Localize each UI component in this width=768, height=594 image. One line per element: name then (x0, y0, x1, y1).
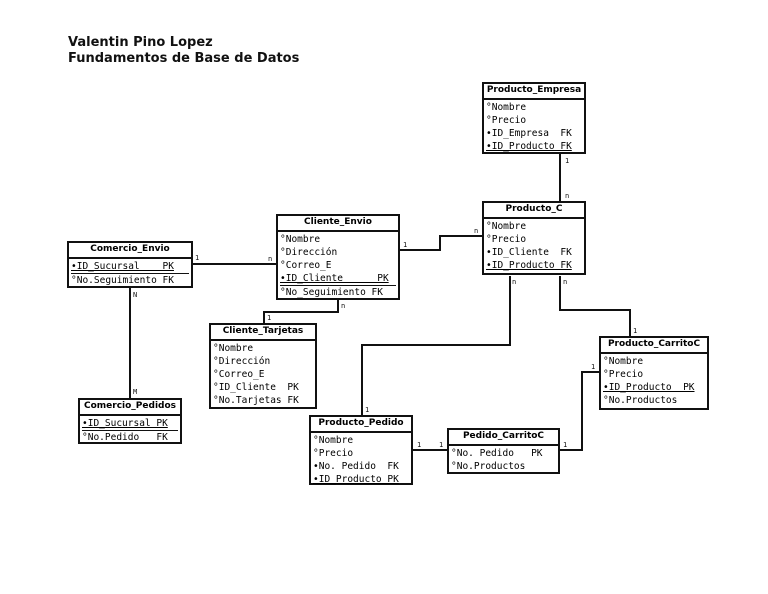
attribute: •No. Pedido FK (313, 461, 399, 472)
cardinality-label: M (133, 388, 138, 396)
attribute: •ID_Producto FK (486, 141, 572, 152)
entity-cliente-envio[interactable]: Cliente_Envio °Nombre °Dirección °Correo… (276, 214, 400, 300)
diagram-header: Valentin Pino Lopez Fundamentos de Base … (68, 35, 299, 67)
cardinality-label: 1 (195, 254, 200, 262)
cardinality-label: 1 (591, 363, 596, 371)
entity-title: Producto_C (484, 203, 584, 219)
attribute: °No_Seguimiento FK (280, 287, 383, 298)
attribute: •ID_Producto PK (313, 474, 399, 485)
cardinality-label: 1 (439, 441, 444, 449)
attribute: •ID_Empresa FK (486, 128, 572, 139)
attribute: °Dirección (213, 356, 271, 367)
attribute: °Nombre (213, 343, 254, 354)
attribute: •ID_Producto FK (486, 260, 572, 271)
author-name: Valentin Pino Lopez (68, 35, 213, 50)
attribute: °No.Tarjetas FK (213, 395, 299, 406)
attribute: °Nombre (486, 221, 527, 232)
course-name: Fundamentos de Base de Datos (68, 51, 300, 66)
cardinality-label: n (268, 255, 273, 263)
attribute: •ID_Cliente PK (280, 272, 396, 286)
entity-title: Cliente_Tarjetas (211, 325, 315, 341)
cardinality-label: n (563, 278, 568, 286)
attribute: °Precio (486, 234, 527, 245)
attribute: °Precio (313, 448, 354, 459)
attribute: •ID_Cliente FK (486, 247, 572, 258)
attribute: °ID_Cliente PK (213, 382, 299, 393)
line-carritoc-productocarrito (560, 371, 599, 451)
cardinality-label: n (565, 192, 570, 200)
attribute: °Correo_E (280, 260, 332, 271)
cardinality-label: 1 (563, 441, 568, 449)
entity-title: Producto_Pedido (311, 417, 411, 433)
attribute: °Nombre (486, 102, 527, 113)
attribute: •ID_Sucursal PK (82, 417, 178, 431)
attribute: °Nombre (313, 435, 354, 446)
attribute: °Nombre (280, 234, 321, 245)
attribute: •ID_Sucursal PK (71, 260, 189, 274)
entity-comercio-envio[interactable]: Comercio_Envio •ID_Sucursal PK °No.Segui… (67, 241, 193, 288)
entity-title: Producto_CarritoC (601, 338, 707, 354)
attribute: °Nombre (603, 356, 644, 367)
line-cliente-productoc (400, 235, 482, 251)
attribute: °No. Pedido PK (451, 448, 543, 459)
cardinality-label: n (474, 227, 479, 235)
cardinality-label: N (133, 291, 138, 299)
attribute: °No.Seguimiento FK (71, 275, 174, 286)
attribute: •ID_Producto PK (603, 382, 695, 393)
cardinality-label: n (341, 302, 346, 310)
entity-producto-empresa[interactable]: Producto_Empresa °Nombre °Precio •ID_Emp… (482, 82, 586, 154)
attribute: °Dirección (280, 247, 338, 258)
entity-comercio-pedidos[interactable]: Comercio_Pedidos •ID_Sucursal PK °No.Ped… (78, 398, 182, 444)
cardinality-label: n (512, 278, 517, 286)
entity-title: Producto_Empresa (484, 84, 584, 100)
entity-title: Cliente_Envio (278, 216, 398, 232)
line-cliente-tarjetas (263, 299, 339, 323)
attribute: °No.Pedido FK (82, 432, 168, 443)
cardinality-label: 1 (403, 241, 408, 249)
cardinality-label: 1 (565, 157, 570, 165)
line-productoc-pedido (361, 276, 511, 415)
entity-producto-c[interactable]: Producto_C °Nombre °Precio •ID_Cliente F… (482, 201, 586, 275)
entity-title: Pedido_CarritoC (449, 430, 558, 446)
line-productoc-carrito (559, 276, 631, 336)
cardinality-label: 1 (417, 441, 422, 449)
entity-pedido-carritoc[interactable]: Pedido_CarritoC °No. Pedido PK °No.Produ… (447, 428, 560, 474)
attribute: °No.Productos (603, 395, 678, 406)
entity-title: Comercio_Pedidos (80, 400, 180, 416)
cardinality-label: 1 (267, 314, 272, 322)
attribute: °Precio (486, 115, 527, 126)
entity-cliente-tarjetas[interactable]: Cliente_Tarjetas °Nombre °Dirección °Cor… (209, 323, 317, 409)
attribute: °No.Productos (451, 461, 526, 472)
attribute: °Precio (603, 369, 644, 380)
entity-title: Comercio_Envio (69, 243, 191, 259)
entity-producto-pedido[interactable]: Producto_Pedido °Nombre °Precio •No. Ped… (309, 415, 413, 485)
cardinality-label: 1 (633, 327, 638, 335)
cardinality-label: 1 (365, 406, 370, 414)
entity-producto-carritoc[interactable]: Producto_CarritoC °Nombre °Precio •ID_Pr… (599, 336, 709, 410)
attribute: °Correo_E (213, 369, 265, 380)
